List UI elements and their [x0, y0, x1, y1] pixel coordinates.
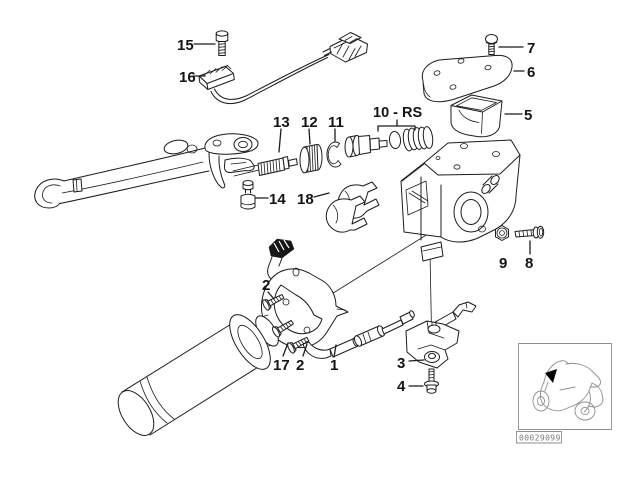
cable-adjuster-13 [257, 156, 298, 176]
throttle-cable [302, 310, 415, 359]
label-2a: 2 [262, 277, 270, 294]
label-10rs: 10 - RS [373, 105, 422, 121]
reservoir-cover-6 [421, 54, 513, 103]
label-15: 15 [177, 37, 194, 54]
cable-connector [322, 32, 368, 63]
master-cylinder-housing [400, 139, 521, 262]
part-labels: 15 16 7 6 5 13 12 11 10 - RS 14 18 9 8 2… [177, 37, 535, 395]
label-4: 4 [397, 378, 406, 395]
label-3: 3 [397, 355, 405, 372]
label-16: 16 [179, 69, 196, 86]
label-14: 14 [269, 191, 286, 208]
screw-7 [485, 34, 498, 55]
doc-code-box [516, 431, 562, 444]
label-13: 13 [273, 114, 290, 131]
motorcycle-outline [532, 360, 604, 421]
screw-4 [424, 368, 439, 394]
label-5: 5 [524, 107, 532, 124]
label-1: 1 [330, 357, 338, 374]
label-8: 8 [525, 255, 533, 272]
handlebar-grip [117, 314, 279, 436]
label-12: 12 [301, 114, 318, 131]
bleed-screw-14 [240, 180, 256, 210]
hex-nut-9 [495, 225, 509, 241]
doc-code: 00029099 [519, 434, 561, 443]
label-9: 9 [499, 255, 507, 272]
label-7: 7 [527, 40, 535, 57]
retaining-ring-11 [326, 141, 342, 168]
label-17: 17 [273, 357, 290, 374]
lower-bracket [405, 301, 477, 369]
thumbnail-frame [518, 343, 612, 430]
switch-16 [198, 32, 368, 105]
label-11: 11 [328, 114, 344, 131]
screw-15 [215, 30, 229, 56]
part-location-marker [545, 369, 557, 383]
label-6: 6 [527, 64, 535, 81]
repair-kit-10rs [344, 126, 434, 158]
hand-lever [34, 133, 260, 209]
reservoir-5 [450, 94, 503, 138]
spring-clips-18 [325, 181, 380, 233]
motorcycle-thumbnail: 00029099 [516, 343, 612, 444]
label-2b: 2 [296, 357, 304, 374]
knurled-nut-12 [299, 143, 323, 174]
label-18: 18 [297, 191, 314, 208]
cam-black-tab [268, 238, 295, 259]
screw-8 [514, 225, 545, 239]
leader-lines [193, 43, 531, 387]
